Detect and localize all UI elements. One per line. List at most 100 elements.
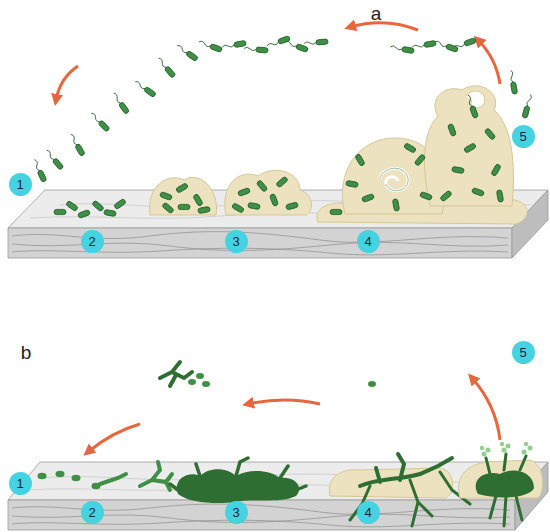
mature-biofilm — [496, 190, 503, 203]
cycle-arrow — [88, 378, 500, 452]
callout-number: 4 — [364, 506, 371, 519]
planktonic-bacteria — [44, 149, 63, 171]
microcolony — [176, 183, 189, 194]
attached-bacteria — [54, 209, 66, 214]
panel-letter: a — [371, 4, 382, 23]
mature-fungal-biofilm — [522, 450, 527, 455]
callout-circle: 1 — [9, 173, 32, 196]
cycle-arrow — [56, 66, 78, 100]
matrix-encased-hyphae — [329, 468, 452, 498]
mature-biofilm — [346, 180, 359, 187]
mature-fungal-biofilm — [502, 448, 507, 453]
dispersed-fungal-cells — [160, 362, 376, 387]
callout-circle: 2 — [81, 230, 104, 253]
microcolony — [248, 202, 261, 209]
callout-number: 3 — [232, 235, 239, 248]
mature-biofilm — [465, 94, 478, 118]
cycle-arrow — [472, 378, 500, 440]
microcolony — [225, 170, 312, 215]
planktonic-bacteria — [176, 44, 199, 62]
microcolony — [162, 202, 175, 214]
callout-number: 5 — [519, 130, 526, 143]
planktonic-bacteria — [32, 159, 47, 183]
microcolony — [270, 193, 279, 206]
planktonic-bacteria — [198, 39, 222, 52]
planktonic-bacteria — [390, 44, 415, 53]
cycle-arrow — [56, 23, 500, 100]
mature-fungal-biofilm — [486, 448, 491, 453]
hyphal-branching — [140, 462, 172, 490]
mature-biofilm — [419, 192, 432, 201]
mature-fungal-biofilm — [528, 446, 533, 451]
callout-circle: 5 — [512, 341, 535, 364]
mature-fungal-biofilm — [506, 444, 511, 449]
hyphal-mat — [170, 458, 306, 503]
matrix-encased-hyphae — [360, 454, 452, 486]
callout-number: 5 — [519, 346, 526, 359]
planktonic-bacteria — [508, 70, 517, 95]
mature-fungal-biofilm — [480, 442, 533, 457]
microcolony — [276, 176, 289, 188]
mature-fungal-biofilm — [476, 470, 534, 497]
microcolony — [159, 192, 172, 201]
surface-slab — [8, 500, 515, 530]
mature-biofilm — [471, 188, 484, 197]
callout-number: 2 — [88, 506, 95, 519]
microcolony — [237, 188, 250, 197]
callout-number: 4 — [364, 235, 371, 248]
hyphal-mat — [170, 458, 306, 490]
callout-circle: 3 — [225, 230, 248, 253]
planktonic-bacteria — [156, 57, 175, 79]
mature-biofilm — [484, 128, 496, 141]
planktonic-bacteria — [222, 40, 247, 49]
callout-circle: 5 — [512, 125, 535, 148]
callout-number: 1 — [16, 178, 23, 191]
yeast-cells — [72, 475, 81, 481]
mature-biofilm — [414, 154, 426, 167]
attached-bacteria — [77, 210, 90, 219]
callout-circle: 1 — [9, 472, 32, 495]
microcolony — [150, 177, 217, 215]
surface-slab — [8, 228, 512, 258]
microcolony — [193, 194, 204, 207]
mature-biofilm — [355, 154, 366, 167]
mature-fungal-biofilm — [480, 446, 484, 450]
hyphal-branching — [140, 462, 172, 490]
dispersed-fungal-cells — [160, 362, 192, 386]
planktonic-bacteria — [89, 111, 110, 132]
yeast-cells — [56, 471, 65, 477]
mature-biofilm — [448, 123, 457, 136]
callout-circle: 2 — [81, 501, 104, 524]
microcolony — [198, 206, 211, 213]
callout-number: 1 — [16, 477, 23, 490]
dispersed-fungal-cells — [202, 381, 210, 387]
attached-bacteria — [104, 209, 117, 216]
mature-biofilm — [392, 199, 399, 212]
mature-biofilm — [380, 168, 408, 190]
callout-circle: 4 — [357, 501, 380, 524]
yeast-cells — [38, 473, 47, 479]
mature-biofilm — [491, 164, 502, 177]
matrix-encased-hyphae — [350, 472, 470, 526]
mature-fungal-biofilm — [458, 460, 542, 498]
mature-fungal-biofilm — [500, 442, 504, 446]
planktonic-bacteria — [69, 133, 86, 156]
planktonic-bacteria — [522, 94, 533, 119]
dispersed-fungal-cells — [188, 379, 196, 385]
callout-number: 3 — [232, 506, 239, 519]
attached-bacteria — [92, 200, 105, 212]
dispersed-fungal-cells — [368, 381, 376, 387]
mature-biofilm — [330, 209, 342, 214]
planktonic-bacteria — [134, 80, 157, 98]
mature-biofilm — [452, 166, 465, 173]
mature-biofilm — [317, 86, 527, 224]
attached-bacteria — [114, 198, 127, 209]
planktonic-bacteria — [112, 92, 130, 115]
microcolony — [178, 204, 190, 209]
mature-biofilm — [440, 190, 453, 202]
mature-biofilm — [404, 143, 417, 154]
cycle-arrow — [478, 40, 500, 84]
planktonic-bacteria — [266, 36, 290, 49]
microcolony — [256, 180, 268, 193]
